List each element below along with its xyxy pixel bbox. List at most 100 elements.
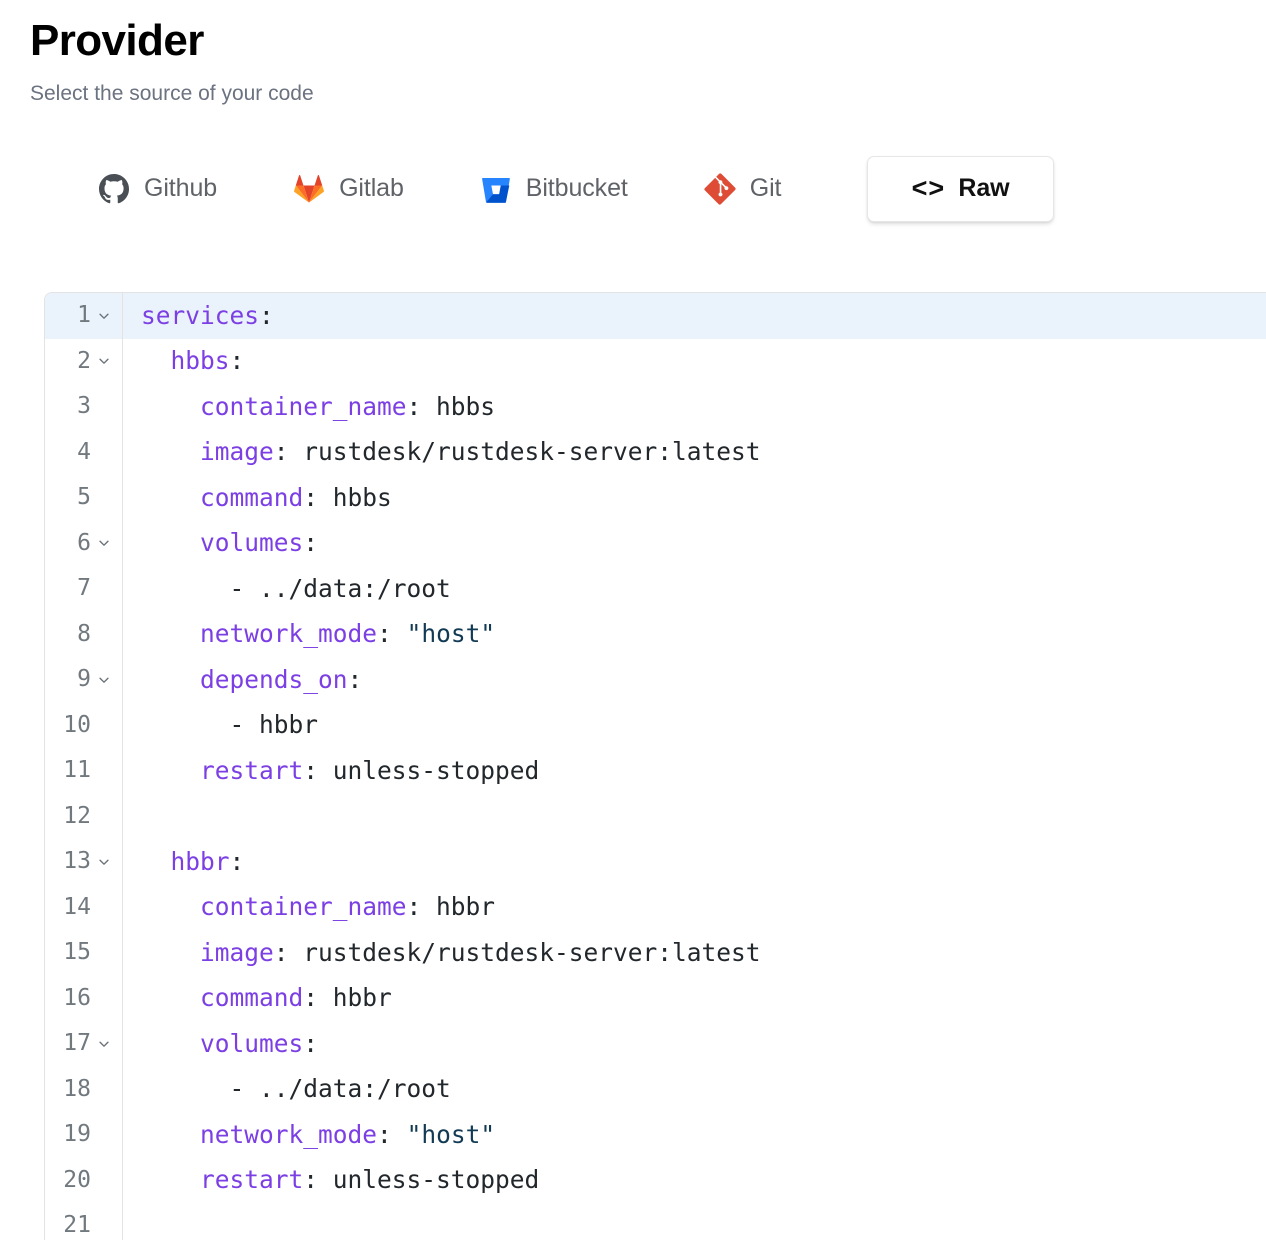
fold-chevron-down-icon[interactable]: [94, 855, 114, 869]
line-number: 5: [77, 484, 91, 511]
line-gutter: 8: [45, 611, 123, 657]
line-number: 18: [63, 1075, 91, 1102]
line-number: 11: [63, 757, 91, 784]
line-gutter: 6: [45, 520, 123, 566]
provider-tab-github[interactable]: Github: [72, 156, 243, 222]
code-line[interactable]: 1 services:: [45, 293, 1266, 339]
github-icon: [98, 173, 130, 205]
code-line-content: container_name: hbbr: [123, 892, 1266, 921]
code-line[interactable]: 17 volumes:: [45, 1021, 1266, 1067]
token-plain: [392, 1120, 407, 1149]
token-key: container_name: [200, 892, 407, 921]
git-icon: [704, 173, 736, 205]
code-line[interactable]: 4 image: rustdesk/rustdesk-server:latest: [45, 429, 1266, 475]
token-punct: :: [259, 300, 274, 330]
fold-chevron-down-icon[interactable]: [94, 673, 114, 687]
token-str: "host": [406, 1119, 496, 1149]
token-plain: - ../data:/root: [229, 1074, 451, 1103]
provider-tab-raw[interactable]: <>Raw: [867, 155, 1055, 222]
code-line[interactable]: 3 container_name: hbbs: [45, 384, 1266, 430]
code-line[interactable]: 12: [45, 793, 1266, 839]
fold-chevron-down-icon[interactable]: [94, 354, 114, 368]
code-line-content: hbbr:: [123, 846, 1266, 876]
token-plain: hbbs: [318, 482, 392, 512]
fold-chevron-down-icon[interactable]: [94, 1037, 114, 1051]
line-number: 19: [63, 1121, 91, 1148]
code-line[interactable]: 21: [45, 1203, 1266, 1240]
token-key: hbbs: [170, 346, 230, 375]
code-line-content: services:: [123, 300, 1266, 330]
token-key: network_mode: [200, 619, 378, 648]
token-plain: unless-stopped: [318, 755, 540, 785]
token-punct: :: [303, 482, 319, 512]
token-punct: :: [377, 1119, 392, 1149]
line-number: 8: [77, 620, 91, 647]
token-key: image: [200, 937, 274, 967]
line-gutter: 16: [45, 975, 123, 1021]
code-line[interactable]: 13 hbbr:: [45, 839, 1266, 885]
token-key: depends_on: [200, 664, 348, 694]
provider-tab-git[interactable]: Git: [678, 156, 808, 222]
token-punct: :: [406, 892, 422, 921]
code-line[interactable]: 15 image: rustdesk/rustdesk-server:lates…: [45, 930, 1266, 976]
code-line[interactable]: 6 volumes:: [45, 520, 1266, 566]
line-number: 1: [77, 302, 91, 329]
fold-chevron-down-icon[interactable]: [94, 309, 114, 323]
code-line[interactable]: 18 - ../data:/root: [45, 1066, 1266, 1112]
token-str: "host": [406, 619, 496, 648]
line-number: 10: [63, 711, 91, 738]
line-gutter: 13: [45, 839, 123, 885]
code-line[interactable]: 5 command: hbbs: [45, 475, 1266, 521]
line-gutter: 18: [45, 1066, 123, 1112]
provider-tab-label: Bitbucket: [525, 174, 628, 203]
token-key: command: [200, 983, 304, 1012]
code-line[interactable]: 9 depends_on:: [45, 657, 1266, 703]
token-punct: :: [303, 1165, 319, 1194]
line-gutter: 21: [45, 1203, 123, 1240]
line-gutter: 1: [45, 293, 123, 339]
provider-tab-label: Git: [749, 174, 782, 203]
provider-tab-bitbucket[interactable]: Bitbucket: [454, 156, 654, 222]
line-gutter: 2: [45, 338, 123, 384]
line-gutter: 17: [45, 1021, 123, 1067]
token-punct: :: [377, 619, 392, 648]
code-line[interactable]: 7 - ../data:/root: [45, 566, 1266, 612]
code-line[interactable]: 14 container_name: hbbr: [45, 884, 1266, 930]
token-plain: - ../data:/root: [229, 573, 451, 603]
code-line[interactable]: 10 - hbbr: [45, 702, 1266, 748]
token-plain: unless-stopped: [318, 1165, 540, 1194]
code-line[interactable]: 16 command: hbbr: [45, 975, 1266, 1021]
line-gutter: 10: [45, 702, 123, 748]
line-gutter: 11: [45, 748, 123, 794]
token-plain: hbbr: [421, 892, 496, 921]
provider-tab-gitlab[interactable]: Gitlab: [267, 156, 430, 222]
token-punct: :: [303, 755, 319, 785]
code-line-content: network_mode: "host": [123, 619, 1266, 648]
fold-chevron-down-icon[interactable]: [94, 536, 114, 550]
code-line-content: command: hbbs: [123, 482, 1266, 512]
code-line[interactable]: 8 network_mode: "host": [45, 611, 1266, 657]
provider-tab-label: Github: [144, 174, 218, 203]
code-line[interactable]: 11 restart: unless-stopped: [45, 748, 1266, 794]
page-subtitle: Select the source of your code: [30, 81, 314, 105]
line-number: 16: [63, 984, 91, 1011]
line-number: 6: [77, 529, 91, 556]
code-line[interactable]: 20 restart: unless-stopped: [45, 1157, 1266, 1203]
code-line-content: restart: unless-stopped: [123, 755, 1266, 785]
line-number: 15: [63, 939, 91, 966]
token-plain: - hbbr: [229, 710, 319, 739]
code-line-content: - ../data:/root: [123, 573, 1266, 603]
code-line[interactable]: 19 network_mode: "host": [45, 1112, 1266, 1158]
token-punct: :: [229, 846, 245, 876]
token-punct: :: [303, 528, 319, 557]
code-line-content: volumes:: [123, 528, 1266, 557]
token-plain: [392, 619, 407, 648]
code-line-content: - hbbr: [123, 710, 1266, 739]
code-line[interactable]: 2 hbbs:: [45, 338, 1266, 384]
code-line-content: depends_on:: [123, 664, 1266, 694]
line-number: 21: [63, 1212, 91, 1239]
gitlab-icon: [293, 173, 325, 205]
token-key: restart: [200, 1165, 304, 1194]
